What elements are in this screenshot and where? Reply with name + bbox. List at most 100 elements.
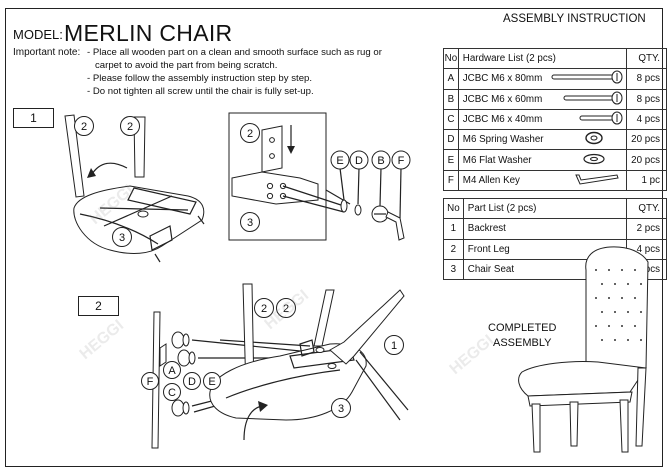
backrest-post-line — [355, 359, 401, 421]
callout-c — [163, 383, 181, 401]
allen-key-icon — [385, 211, 405, 241]
assembly-heading: ASSEMBLY INSTRUCTION — [503, 13, 646, 25]
allen-key-icon — [159, 343, 167, 367]
callout-f-label: F — [147, 376, 154, 388]
note-item: - Do not tighten all screw until the cha… — [87, 86, 314, 97]
tuft-button — [595, 297, 597, 299]
tuft-button — [627, 339, 629, 341]
leader-line — [357, 167, 360, 205]
leader-line — [339, 167, 345, 201]
callout-f — [141, 372, 159, 390]
callout-part-3-label: 3 — [247, 217, 253, 229]
seat-foot — [154, 253, 161, 263]
callout-part-2 — [120, 116, 140, 136]
tuft-button — [614, 311, 616, 313]
completed-assembly-label: COMPLETED ASSEMBLY — [488, 321, 556, 351]
leader-line — [379, 167, 382, 207]
seat-foot — [197, 215, 205, 225]
step-2-diagram: 2 2 1 3 A F D E C — [141, 283, 409, 449]
tuft-button — [614, 339, 616, 341]
leader-line — [399, 167, 402, 219]
seat-hole — [137, 210, 149, 218]
completed-chair-drawing — [518, 246, 649, 453]
tuft-button — [627, 311, 629, 313]
tuft-button — [608, 297, 610, 299]
chair-leg — [531, 403, 541, 453]
note-item: - Please follow the assembly instruction… — [87, 73, 313, 84]
callout-part-3 — [240, 212, 260, 232]
callout-f-label: F — [398, 155, 405, 167]
hardware-list-table: No Hardware List (2 pcs) QTY. A JCBC M6 … — [443, 47, 667, 192]
callout-a — [163, 361, 181, 379]
callout-part-2-label: 2 — [283, 303, 289, 315]
table-row: D M6 Spring Washer 20 pcs — [443, 129, 667, 151]
completed-line: COMPLETED — [488, 322, 557, 334]
front-leg-drawing — [313, 289, 335, 347]
hardware-leader-line — [282, 195, 345, 213]
assembly-line — [219, 339, 311, 347]
tuft-button — [634, 325, 636, 327]
chair-leg — [619, 399, 629, 453]
callout-c-label: C — [168, 387, 176, 399]
chair-seat-drawing — [209, 343, 367, 421]
washer-icon — [182, 401, 190, 415]
tuft-button — [634, 297, 636, 299]
arrow-head-icon — [87, 168, 96, 178]
tuft-button — [640, 283, 642, 285]
bolt-head-icon — [177, 349, 191, 367]
callout-d-label: D — [188, 376, 196, 388]
watermark-text: HEGGI — [77, 317, 127, 363]
front-leg-drawing — [64, 114, 85, 198]
spring-washer-icon — [354, 204, 362, 216]
callout-part-2-label: 2 — [127, 121, 133, 133]
tuft-button — [621, 325, 623, 327]
leg-bracket-detail — [261, 125, 283, 173]
bolt-hole — [266, 182, 274, 190]
step-1-box: 1 — [13, 108, 54, 128]
tuft-button — [634, 269, 636, 271]
bolt-hole — [269, 137, 275, 143]
callout-part-3-label: 3 — [119, 232, 125, 244]
important-note-label: Important note: — [13, 47, 81, 58]
seat-rail — [289, 347, 355, 369]
callout-part-3 — [112, 227, 132, 247]
chair-leg — [635, 367, 647, 447]
table-row: C JCBC M6 x 40mm 4 pcs — [443, 108, 667, 131]
callout-b — [371, 150, 391, 170]
bolt-hole — [269, 153, 275, 159]
chair-leg — [569, 401, 579, 447]
tuft-button — [640, 339, 642, 341]
tuft-button — [601, 311, 603, 313]
tuft-button — [601, 339, 603, 341]
callout-part-2-label: 2 — [247, 128, 253, 140]
callout-part-2 — [276, 298, 296, 318]
seat-hole — [315, 347, 325, 353]
washer-icon — [188, 351, 196, 365]
callout-part-2-label: 2 — [81, 121, 87, 133]
seat-brace — [103, 195, 173, 227]
tuft-button — [614, 283, 616, 285]
callout-part-2 — [240, 123, 260, 143]
hardware-leader-line — [282, 185, 345, 207]
callout-b-label: B — [377, 155, 384, 167]
row-description: M4 Allen Key — [457, 169, 550, 192]
backrest-post-line — [359, 351, 409, 411]
washer-icon — [182, 333, 190, 347]
callout-e-label: E — [208, 376, 215, 388]
table-row: B JCBC M6 x 60mm 8 pcs — [443, 88, 667, 110]
step-1-diagram: 2 2 3 2 3 E D B F — [64, 112, 411, 263]
table-row: F M4 Allen Key 1 pc — [443, 169, 667, 192]
callout-e-label: E — [336, 155, 343, 167]
tuft-button — [627, 283, 629, 285]
curved-arrow-icon — [91, 162, 128, 175]
tuft-button — [621, 269, 623, 271]
seat-edge-line — [79, 213, 159, 245]
model-name: MERLIN CHAIR — [64, 20, 233, 46]
seat-corner-detail — [231, 171, 319, 205]
callout-part-2-label: 2 — [261, 303, 267, 315]
bolt-hole — [266, 192, 274, 200]
callout-part-3-label: 3 — [338, 403, 344, 415]
step-2-box: 2 — [78, 296, 119, 316]
tuft-button — [608, 269, 610, 271]
